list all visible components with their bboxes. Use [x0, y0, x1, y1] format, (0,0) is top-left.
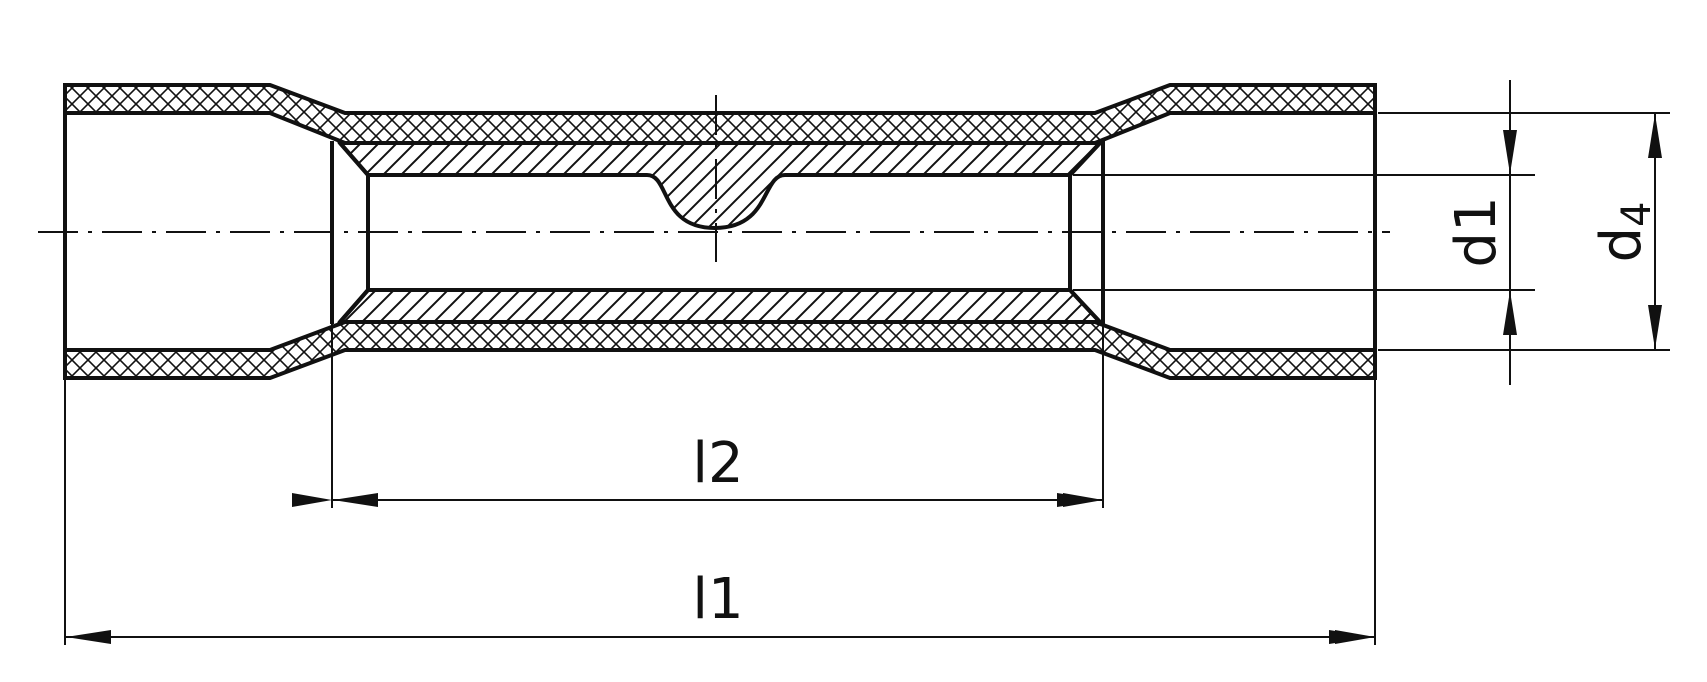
d1-arrow-top: [1503, 130, 1517, 174]
arrowheads: [66, 114, 1662, 644]
sleeve-top: [63, 83, 1377, 145]
dimension-lines: [64, 80, 1670, 645]
d1-label: d1: [1444, 196, 1509, 267]
d1-arrow-bottom: [1503, 291, 1517, 335]
barrel-top-wall: [338, 141, 1102, 230]
d4-label-subscript: 4: [1614, 202, 1660, 227]
l1-arrow-left: [66, 630, 111, 644]
barrel-bottom-wall: [338, 288, 1102, 324]
l2-arrow-left: [333, 493, 378, 507]
centerlines: [38, 95, 1390, 262]
sleeve-bottom: [63, 320, 1377, 380]
l2-label: l2: [692, 431, 743, 496]
l1-arrow-right: [1329, 630, 1374, 644]
d4-arrow-bottom: [1648, 305, 1662, 349]
d4-label-base: d: [1589, 227, 1654, 263]
l1-label: l1: [692, 567, 743, 632]
l2-arrow-right: [1057, 493, 1102, 507]
d4-label: d4: [1589, 202, 1660, 263]
d4-arrow-top: [1648, 114, 1662, 158]
